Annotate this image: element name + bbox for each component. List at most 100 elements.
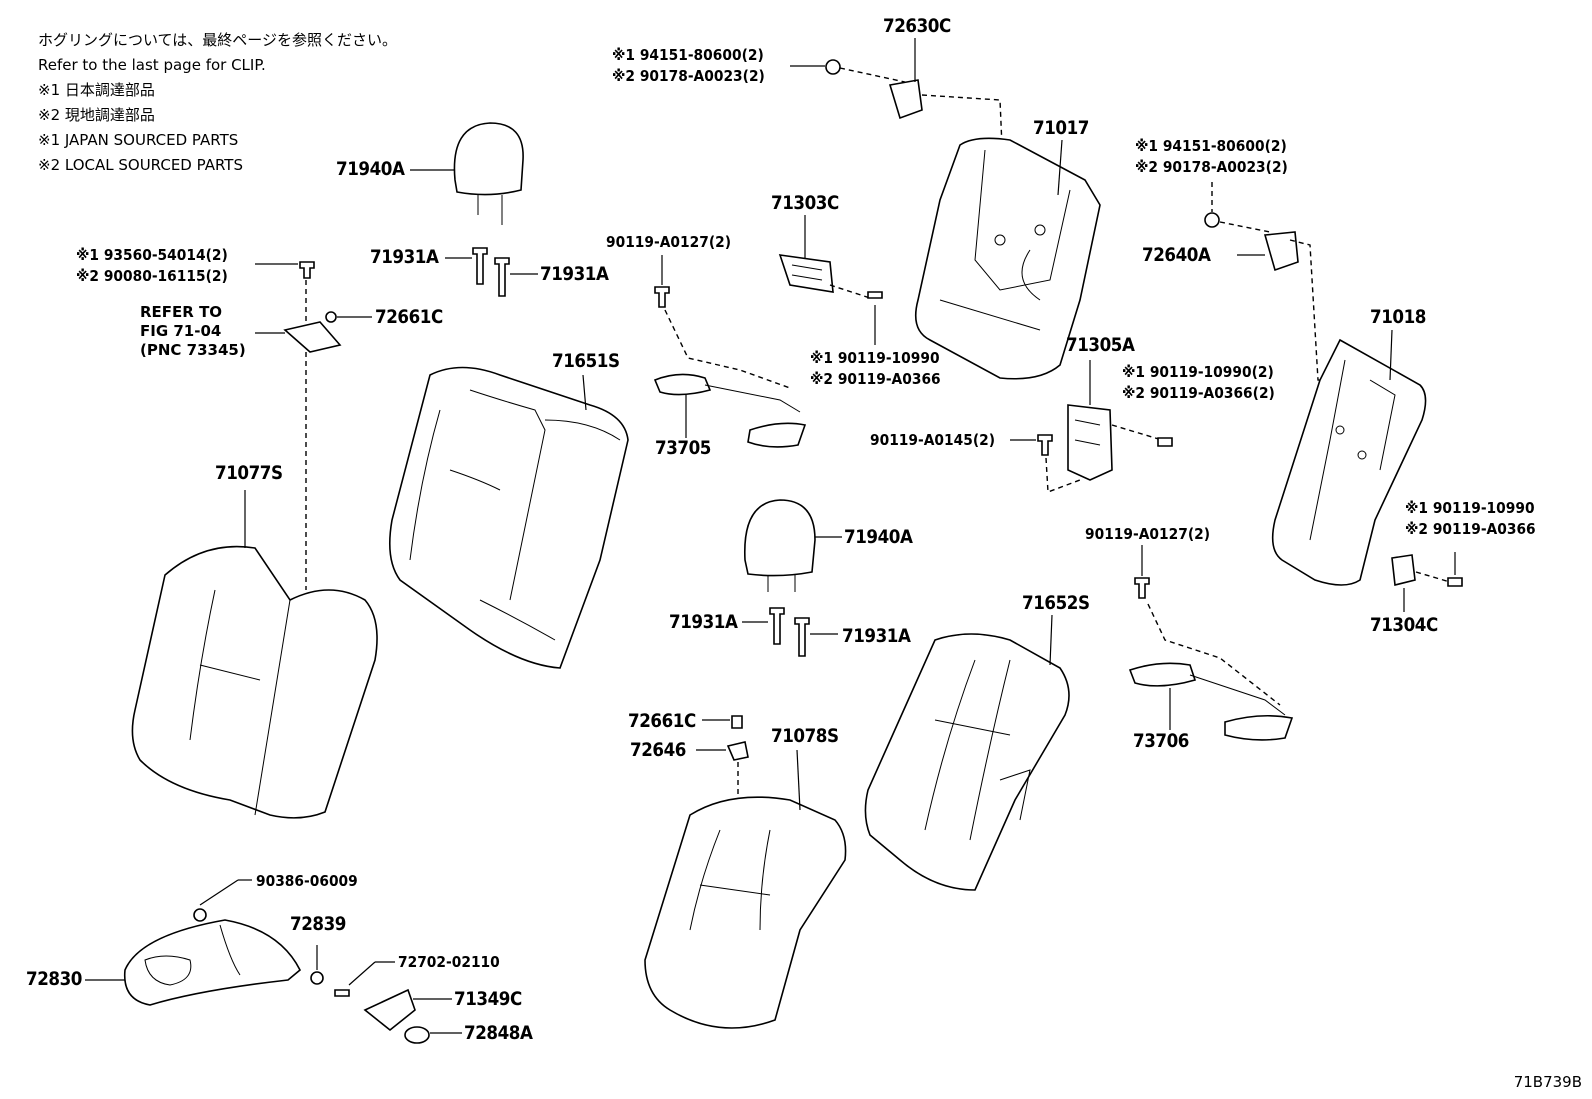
note-japan-sourced-jp: ※1 日本調達部品 (38, 81, 155, 99)
seatback-cover-71651S (389, 366, 629, 669)
label-pair-71303C: ※1 90119-10990 ※2 90119-A0366 (810, 348, 941, 390)
label-71931A-lower-left: 71931A (669, 611, 738, 633)
label-71304C: 71304C (1370, 614, 1438, 636)
seatback-cover-71652S (864, 633, 1070, 891)
bracket-71349C (363, 988, 416, 1032)
pair-line-2: ※2 90178-A0023(2) (1135, 158, 1288, 176)
pair-line-2: ※2 90119-A0366 (810, 370, 941, 388)
nut-90119-10990 (867, 291, 883, 299)
label-90386-06009: 90386-06009 (256, 872, 358, 890)
label-72848A: 72848A (464, 1022, 533, 1044)
pair-line-1: ※1 93560-54014(2) (76, 246, 228, 264)
clip-72646 (726, 741, 749, 761)
cap-72848A (404, 1026, 430, 1044)
label-71940A-upper: 71940A (336, 158, 405, 180)
label-71305A: 71305A (1066, 334, 1135, 356)
label-71017: 71017 (1033, 117, 1089, 139)
label-73705: 73705 (655, 437, 711, 459)
bracket-ref-fig-71-04 (283, 321, 342, 353)
label-72830: 72830 (26, 968, 82, 990)
nut-71304C (1447, 577, 1463, 587)
label-71931A-upper-right: 71931A (540, 263, 609, 285)
reference-line-1: REFER TO (140, 303, 223, 321)
latch-72630C (888, 79, 923, 120)
label-72646: 72646 (630, 739, 686, 761)
hinge-71303C (778, 254, 834, 293)
label-71018: 71018 (1370, 306, 1426, 328)
nut-90119-10990-2 (1157, 437, 1173, 447)
label-72630C: 72630C (883, 15, 951, 37)
pair-line-2: ※2 90080-16115(2) (76, 267, 228, 285)
bolt-71931A-lower-2 (794, 617, 810, 657)
pair-line-2: ※2 90119-A0366 (1405, 520, 1536, 538)
clip-72661C-lower (731, 715, 743, 729)
lock-73705 (653, 373, 807, 448)
label-pair-71305A: ※1 90119-10990(2) ※2 90119-A0366(2) (1122, 362, 1275, 404)
bolt-90119-A0127-upper (654, 286, 670, 308)
latch-72640A (1263, 231, 1299, 272)
label-71940A-lower: 71940A (844, 526, 913, 548)
nut-94151-80600-right (1204, 212, 1220, 228)
seatback-pad-71077S (131, 545, 378, 819)
screw-93560 (299, 261, 315, 279)
seatback-frame-71018 (1271, 338, 1427, 586)
label-90119-A0127-upper: 90119-A0127(2) (606, 233, 732, 251)
bolt-71931A-upper-1 (472, 247, 488, 285)
label-pair-72640A: ※1 94151-80600(2) ※2 90178-A0023(2) (1135, 136, 1288, 178)
pair-line-1: ※1 90119-10990(2) (1122, 363, 1274, 381)
label-72661C-lower: 72661C (628, 710, 696, 732)
pair-line-1: ※1 90119-10990 (1405, 499, 1535, 517)
label-71931A-upper-left: 71931A (370, 246, 439, 268)
label-71652S: 71652S (1022, 592, 1090, 614)
label-71303C: 71303C (771, 192, 839, 214)
diagram-code: 71B739B (1513, 1073, 1582, 1091)
screw-90386-06009 (193, 908, 207, 922)
pair-line-1: ※1 94151-80600(2) (1135, 137, 1287, 155)
label-71078S: 71078S (771, 725, 839, 747)
pair-line-1: ※1 94151-80600(2) (612, 46, 764, 64)
note-local-sourced-en: ※2 LOCAL SOURCED PARTS (38, 156, 243, 174)
pair-line-1: ※1 90119-10990 (810, 349, 940, 367)
clip-72839 (310, 971, 324, 985)
seatback-frame-71017 (914, 137, 1101, 380)
label-pair-93560: ※1 93560-54014(2) ※2 90080-16115(2) (76, 245, 228, 287)
armrest-72830 (123, 919, 301, 1006)
label-pair-71304C: ※1 90119-10990 ※2 90119-A0366 (1405, 498, 1536, 540)
bolt-71931A-lower-1 (769, 607, 785, 645)
note-clip-en: Refer to the last page for CLIP. (38, 56, 266, 74)
label-72640A: 72640A (1142, 244, 1211, 266)
label-72661C-upper: 72661C (375, 306, 443, 328)
seatback-pad-71078S (644, 796, 847, 1029)
reference-line-2: FIG 71-04 (140, 322, 222, 340)
label-71077S: 71077S (215, 462, 283, 484)
label-pair-72630C: ※1 94151-80600(2) ※2 90178-A0023(2) (612, 45, 765, 87)
label-71651S: 71651S (552, 350, 620, 372)
reference-line-3: (PNC 73345) (140, 341, 246, 359)
label-71931A-lower-right: 71931A (842, 625, 911, 647)
hinge-71304C (1391, 554, 1416, 586)
label-72839: 72839 (290, 913, 346, 935)
clip-72661C-upper (325, 311, 337, 323)
reference-note: REFER TO FIG 71-04 (PNC 73345) (140, 303, 246, 360)
note-japan-sourced-en: ※1 JAPAN SOURCED PARTS (38, 131, 239, 149)
note-hog-ring-jp: ホグリングについては、最終ページを参照ください。 (38, 31, 397, 49)
bolt-90119-A0145 (1037, 434, 1053, 456)
label-90119-A0145: 90119-A0145(2) (870, 431, 996, 449)
pair-line-2: ※2 90119-A0366(2) (1122, 384, 1275, 402)
lock-73706 (1128, 662, 1294, 741)
bolt-90119-A0127-lower (1134, 577, 1150, 599)
label-72702-02110: 72702-02110 (398, 953, 500, 971)
screw-72702-02110 (334, 989, 350, 997)
label-90119-A0127-lower: 90119-A0127(2) (1085, 525, 1211, 543)
hinge-71305A (1067, 404, 1113, 481)
label-73706: 73706 (1133, 730, 1189, 752)
headrest-71940A-lower (744, 499, 816, 592)
nut-94151-80600 (825, 59, 841, 75)
pair-line-2: ※2 90178-A0023(2) (612, 67, 765, 85)
notes-block: ホグリングについては、最終ページを参照ください。 Refer to the la… (38, 28, 397, 178)
note-local-sourced-jp: ※2 現地調達部品 (38, 106, 155, 124)
label-71349C: 71349C (454, 988, 522, 1010)
headrest-71940A-upper (453, 122, 524, 225)
bolt-71931A-upper-2 (494, 257, 510, 297)
